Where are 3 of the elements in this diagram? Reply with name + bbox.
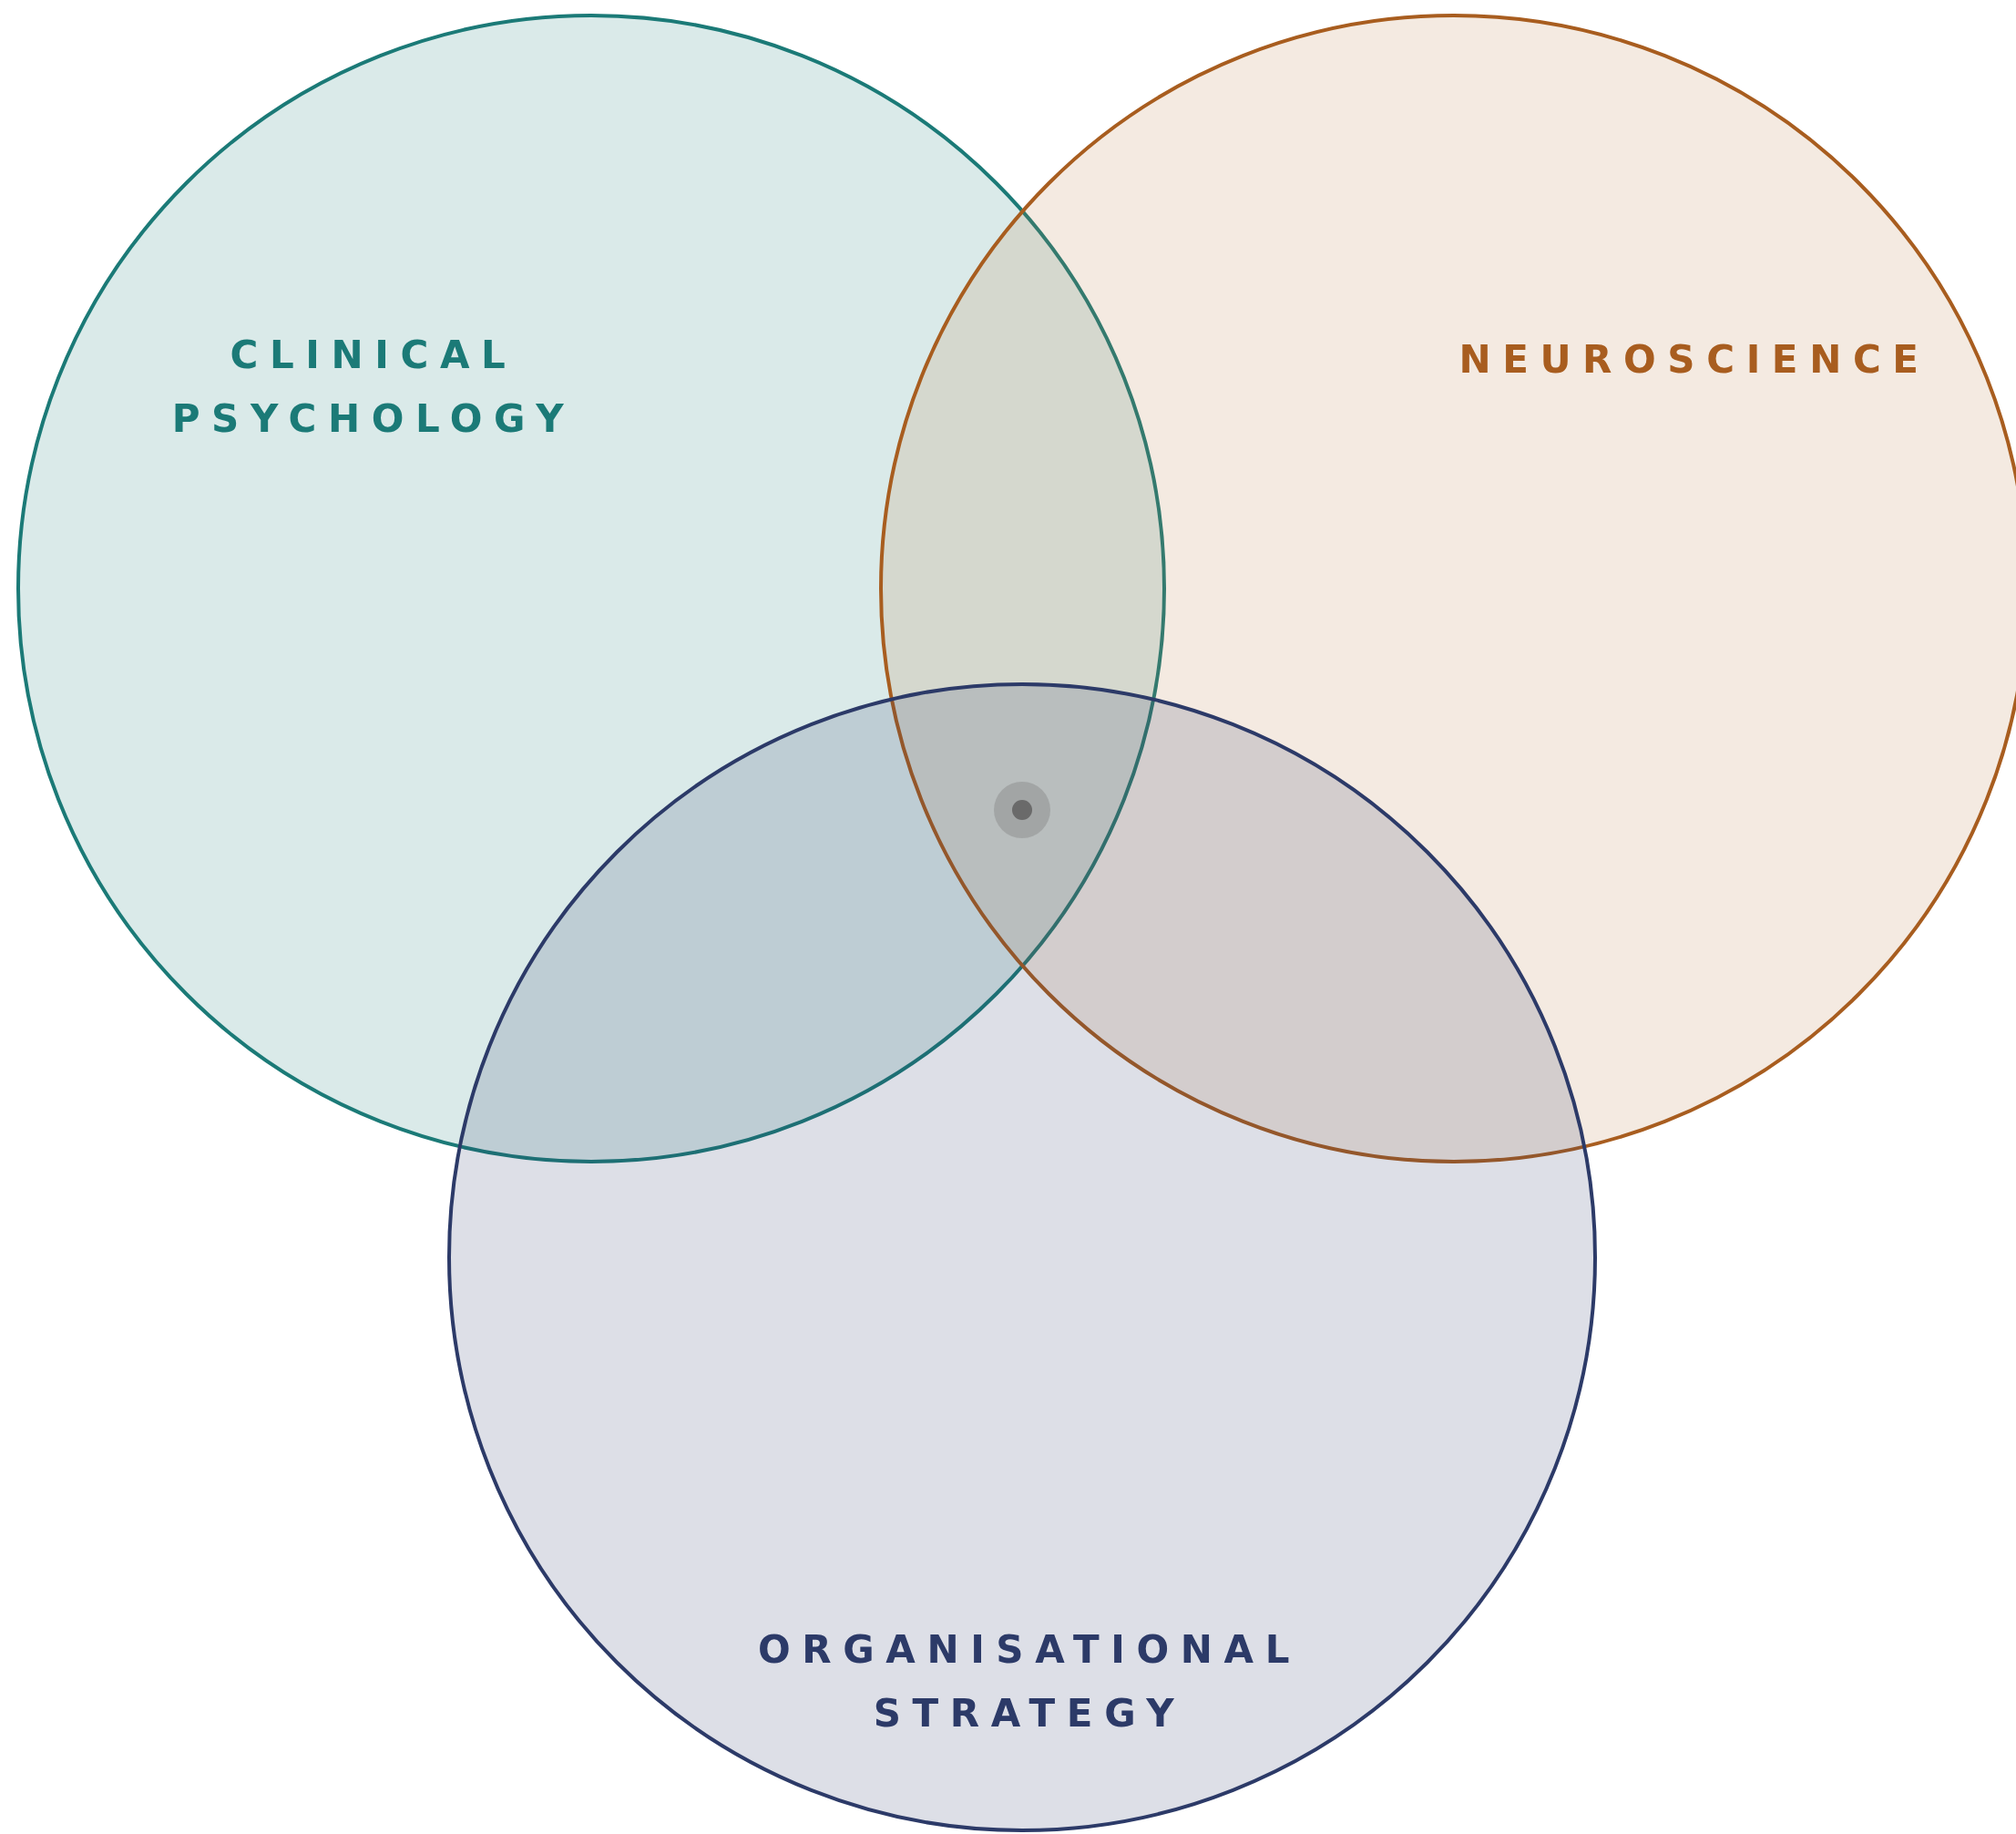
circle-label: NEUROSCIENCE	[1458, 336, 1931, 384]
circle-label: ORGANISATIONAL STRATEGY	[756, 1626, 1303, 1737]
circle-label: CLINICAL PSYCHOLOGY	[170, 332, 577, 443]
